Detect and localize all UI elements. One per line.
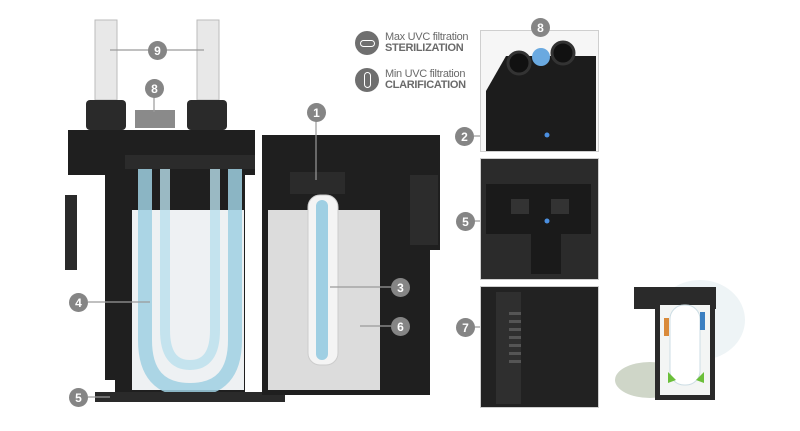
inflow-arrow-icon [664,318,669,336]
legend-line1: Min UVC filtration [385,68,466,80]
legend-line2: STERILIZATION [385,42,464,54]
inset-side-clip [480,286,599,408]
callout-4: 4 [69,293,88,312]
callout-7: 7 [456,318,475,337]
callout-5: 5 [69,388,88,407]
vertical-slot-icon [355,68,379,92]
legend-line1: Max UVC filtration [385,31,469,43]
base-foot [95,392,285,402]
uv-tube [138,165,242,398]
hose-left [94,19,118,101]
outlet-right [187,100,227,130]
uvc-lamp [316,200,328,360]
hose-right [196,19,220,101]
uvc-selector [135,110,175,128]
callout-3: 3 [391,278,410,297]
callout-6: 6 [391,317,410,336]
lamp-socket [290,172,345,194]
outflow-arrow-icon [700,312,705,330]
callout-5-inset: 5 [456,212,475,231]
side-clip [65,195,77,270]
inset-top-outlets [480,30,599,152]
flow-diagram [615,280,745,400]
top-cap [125,155,255,169]
inset-mounting-bracket [480,158,599,280]
callout-2: 2 [455,127,474,146]
callout-9: 9 [148,41,167,60]
callout-1: 1 [307,103,326,122]
side-panel [410,175,438,245]
callout-8-inset: 8 [531,18,550,37]
outlet-left [86,100,126,130]
callout-8: 8 [145,79,164,98]
legend-line2: CLARIFICATION [385,79,466,91]
uv-tube-inner [160,165,220,371]
horizontal-slot-icon [355,31,379,55]
